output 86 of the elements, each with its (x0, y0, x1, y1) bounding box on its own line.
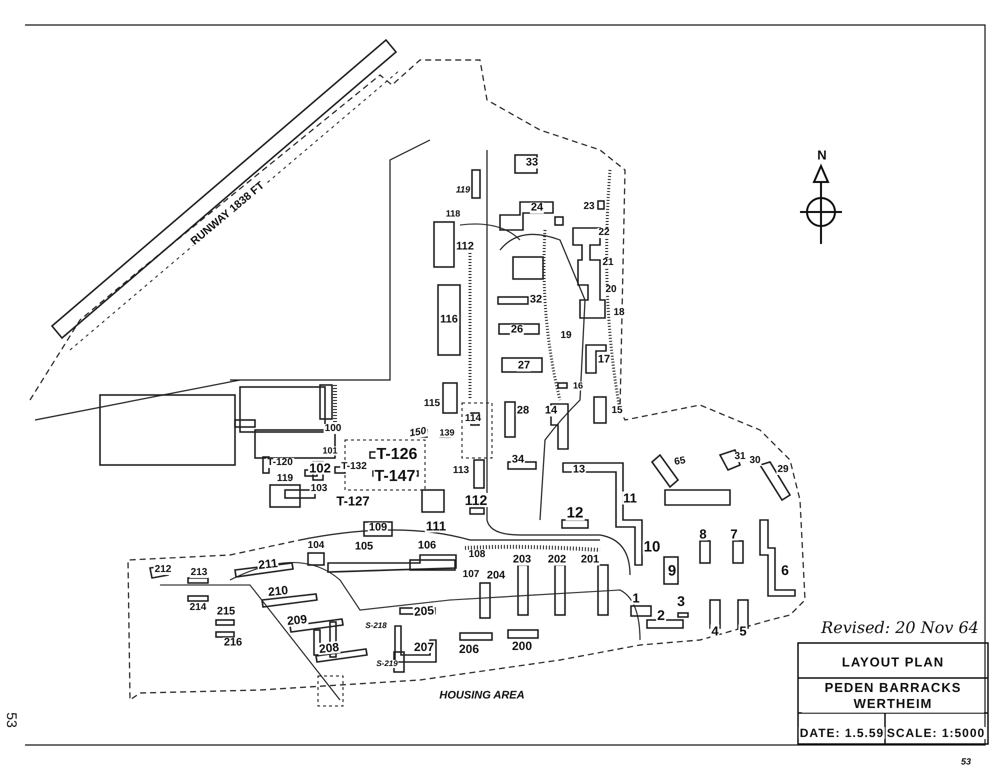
building-number: 5 (738, 624, 748, 638)
building-number: 118 (444, 210, 462, 218)
building-number: 13 (572, 464, 586, 476)
building-number: 104 (306, 541, 326, 551)
building-number: T-127 (335, 494, 371, 508)
building-number: 28 (516, 406, 530, 416)
building-number: 204 (486, 570, 506, 582)
building-number: 211 (256, 556, 280, 572)
building-number: 119 (454, 186, 472, 194)
building-number: 34 (510, 454, 526, 466)
building-number: 107 (462, 570, 480, 580)
building-number: 200 (510, 640, 534, 652)
page-number: 53 (960, 758, 972, 766)
revision-note: Revised: 20 Nov 64 (820, 620, 980, 636)
building-number: 106 (416, 540, 438, 552)
building-number: 209 (285, 612, 309, 628)
building-number: S-219 (375, 660, 399, 668)
building-number: 24 (530, 202, 544, 214)
building-number: 109 (368, 522, 388, 534)
building-number: 14 (544, 406, 558, 416)
building-number: 6 (780, 563, 790, 577)
building-number: S-218 (364, 622, 388, 630)
building-number: 207 (412, 641, 436, 653)
building-number: 20 (604, 285, 618, 295)
building-number: 8 (698, 528, 708, 540)
north-label: N (816, 148, 828, 162)
building-number: 113 (452, 466, 470, 476)
building-number: 12 (566, 506, 584, 520)
building-number: 101 (321, 446, 339, 456)
building-number: 216 (222, 638, 244, 648)
page-number: 53 (5, 711, 19, 729)
building-number: 203 (512, 554, 532, 566)
building-number: 119 (276, 474, 294, 484)
building-number: 3 (676, 594, 686, 608)
building-number: 21 (601, 258, 615, 268)
building-number: 150 (408, 426, 428, 440)
building-number: 30 (748, 456, 762, 466)
building-number: 206 (458, 643, 480, 655)
building-number: 116 (439, 314, 459, 326)
building-number: 2 (656, 608, 666, 622)
building-number: 210 (266, 584, 290, 598)
building-number: 212 (154, 565, 172, 575)
building-number: 214 (188, 603, 208, 613)
building-number: 32 (528, 294, 544, 306)
building-number: 115 (422, 399, 442, 409)
building-number: 11 (622, 492, 638, 504)
building-number: 17 (596, 354, 612, 366)
building-number: 102 (308, 462, 332, 474)
title-block-text: PEDEN BARRACKS WERTHEIM (802, 680, 984, 712)
building-number: 139 (438, 428, 456, 438)
building-number: 111 (424, 520, 448, 532)
building-number: 105 (354, 542, 374, 552)
title-block-text: LAYOUT PLAN (840, 656, 946, 668)
building-number: 10 (642, 540, 662, 554)
building-number: 4 (710, 624, 720, 638)
building-number: 1 (631, 592, 641, 604)
building-number: 201 (580, 554, 600, 566)
building-number: 16 (572, 382, 584, 390)
building-number: 215 (216, 606, 236, 618)
building-number: 29 (776, 465, 790, 475)
building-number: 108 (468, 550, 486, 560)
building-number: 208 (317, 640, 341, 656)
building-number: 22 (597, 228, 611, 238)
building-number: T-120 (266, 458, 294, 468)
building-number: 103 (310, 484, 328, 494)
building-number: 100 (324, 424, 342, 434)
building-number: 18 (612, 308, 626, 318)
title-block-text: DATE: 1.5.59 (798, 727, 886, 739)
building-number: 23 (582, 202, 596, 212)
building-number: 114 (464, 414, 482, 424)
area-label: HOUSING AREA (438, 690, 526, 702)
building-number: 15 (610, 406, 624, 416)
building-number: 205 (412, 604, 436, 618)
building-number: 26 (510, 324, 524, 336)
building-number: 202 (546, 554, 568, 566)
building-number: 213 (190, 568, 208, 578)
building-number: T-132 (340, 462, 368, 472)
building-number: 31 (733, 452, 747, 462)
building-number: 27 (516, 360, 532, 372)
building-number: 19 (559, 331, 573, 341)
building-number: 9 (666, 564, 678, 578)
title-block-text: SCALE: 1:5000 (886, 727, 986, 739)
building-number: 112 (455, 242, 475, 252)
building-number: 33 (524, 158, 540, 168)
building-number: 112 (464, 493, 488, 507)
building-number: 7 (729, 528, 739, 540)
